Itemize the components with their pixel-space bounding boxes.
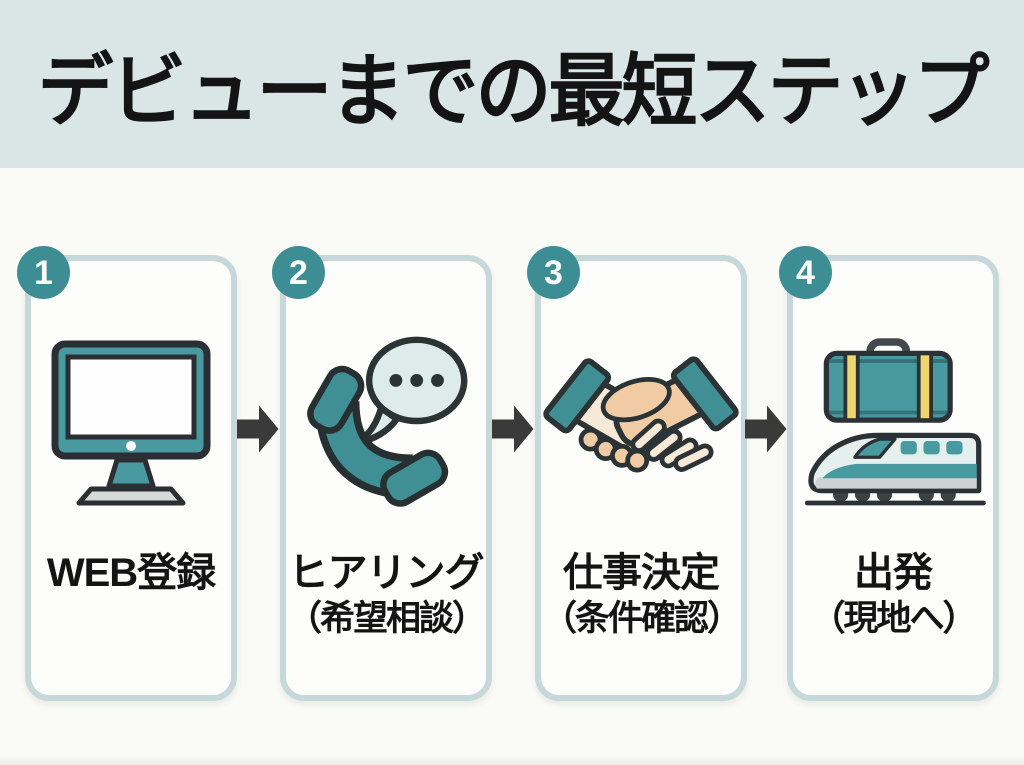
step-1-label: WEB登録 <box>31 549 231 597</box>
step-label-main: ヒアリング <box>288 551 485 595</box>
step-card-1: 1 WEB登録 <box>17 246 237 701</box>
right-arrow-icon <box>745 403 787 455</box>
step-number: 2 <box>289 253 308 292</box>
phone-consultation-icon <box>286 319 486 524</box>
title-band: デビューまでの最短ステップ <box>0 0 1024 168</box>
step-label-main: WEB登録 <box>46 551 216 595</box>
step-1-number-badge: 1 <box>17 246 70 299</box>
step-card-3: 3 仕事決定 （条件確認） <box>527 246 747 701</box>
step-3-label: 仕事決定 （条件確認） <box>541 549 742 641</box>
right-arrow-icon <box>492 403 534 455</box>
step-number: 3 <box>544 253 563 292</box>
bullet-train-icon <box>804 432 986 505</box>
handshake-svg <box>543 355 739 472</box>
step-label-sub: （希望相談） <box>286 599 487 638</box>
step-card-4: 4 <box>779 246 999 701</box>
step-card-2: 2 ヒアリング （希望相談） <box>272 246 492 701</box>
desktop-computer-icon <box>31 319 231 524</box>
step-3-number-badge: 3 <box>527 246 580 299</box>
step-4-label: 出発 （現地へ） <box>793 549 993 641</box>
page-title: デビューまでの最短ステップ <box>37 47 990 137</box>
phone-consultation-svg <box>307 336 468 507</box>
suitcase-train-icon <box>793 319 993 524</box>
bottom-shadow-strip <box>0 755 1024 765</box>
step-label-sub: （条件確認） <box>541 599 742 638</box>
right-arrow-icon <box>237 403 279 455</box>
step-label-sub: （現地へ） <box>810 599 977 638</box>
step-number: 4 <box>796 253 815 292</box>
step-label-main: 出発 <box>854 551 933 595</box>
step-number: 1 <box>34 253 53 292</box>
suitcase-icon <box>823 337 953 423</box>
suitcase-train-svg <box>804 337 986 505</box>
step-4-number-badge: 4 <box>779 246 832 299</box>
handshake-icon <box>541 319 741 524</box>
step-2-number-badge: 2 <box>272 246 325 299</box>
desktop-computer-svg <box>51 340 211 505</box>
step-label-main: 仕事決定 <box>563 551 720 595</box>
step-2-label: ヒアリング （希望相談） <box>286 549 487 641</box>
